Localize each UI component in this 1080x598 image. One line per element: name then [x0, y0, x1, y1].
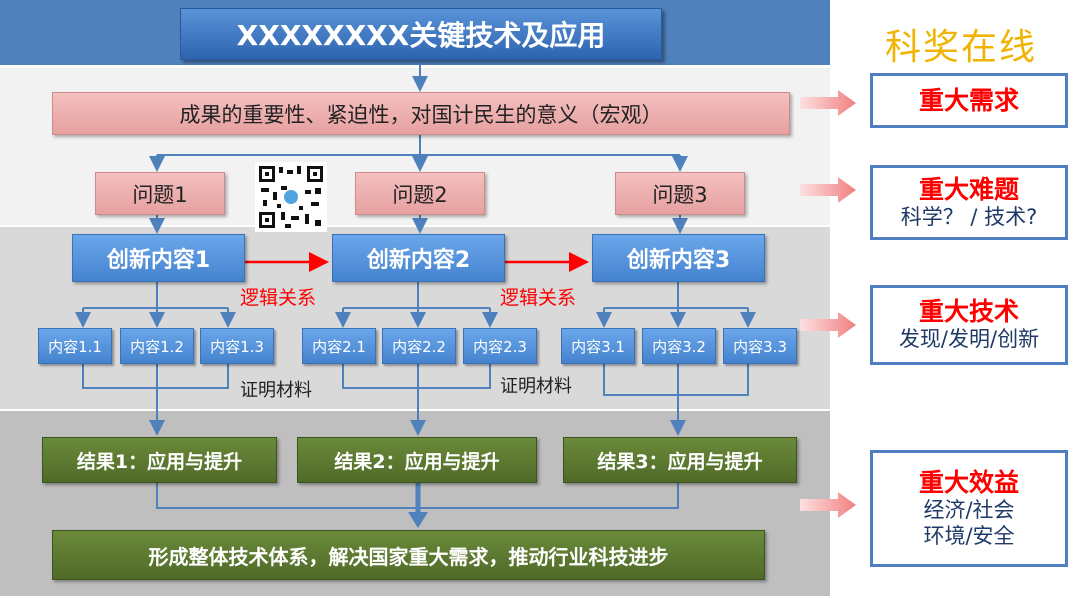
brand-logo-text: 科奖在线: [885, 27, 1038, 68]
side-box-difficulty: 重大难题 科学？ / 技术?: [870, 165, 1068, 240]
result-3: 结果3：应用与提升: [563, 437, 797, 483]
side-box-benefit: 重大效益 经济/社会 环境/安全: [870, 450, 1068, 567]
relation-label-1: 逻辑关系: [240, 287, 317, 309]
side-box-demand: 重大需求: [870, 73, 1068, 128]
evidence-label-1: 证明材料: [240, 380, 312, 401]
pink-arrow-icon: [800, 177, 856, 203]
page-title: XXXXXXXX关键技术及应用: [180, 8, 662, 60]
evidence-label-2: 证明材料: [500, 376, 572, 397]
content-2-1: 内容2.1: [302, 328, 376, 364]
qr-code: [255, 162, 327, 232]
side-box-technology: 重大技术 发现/发明/创新: [870, 285, 1068, 365]
problem-3: 问题3: [615, 172, 745, 215]
side-technology-sub: 发现/发明/创新: [898, 327, 1040, 352]
side-benefit-sub2: 环境/安全: [923, 523, 1015, 548]
problem-1: 问题1: [95, 172, 225, 215]
innovation-2: 创新内容2: [332, 234, 505, 282]
problem-2: 问题2: [355, 172, 485, 215]
result-2: 结果2：应用与提升: [297, 437, 537, 483]
content-3-2: 内容3.2: [642, 328, 716, 364]
final-outcome: 形成整体技术体系，解决国家重大需求，推动行业科技进步: [52, 530, 765, 580]
side-difficulty-sub: 科学？ / 技术?: [900, 204, 1038, 229]
side-technology-title: 重大技术: [918, 297, 1019, 327]
result-1: 结果1：应用与提升: [42, 437, 277, 483]
content-1-2: 内容1.2: [120, 328, 194, 364]
pink-arrow-icon: [800, 90, 856, 116]
connector-lines: [75, 60, 756, 528]
side-difficulty-title: 重大难题: [918, 174, 1019, 204]
content-3-1: 内容3.1: [561, 328, 635, 364]
side-benefit-sub1: 经济/社会: [923, 498, 1015, 523]
side-demand-title: 重大需求: [918, 85, 1019, 115]
pink-arrow-icon: [800, 492, 856, 518]
pink-arrow-icon: [800, 312, 856, 338]
relation-label-2: 逻辑关系: [500, 287, 577, 309]
content-2-2: 内容2.2: [382, 328, 456, 364]
side-benefit-title: 重大效益: [918, 468, 1019, 498]
content-3-3: 内容3.3: [723, 328, 797, 364]
content-1-1: 内容1.1: [38, 328, 112, 364]
innovation-3: 创新内容3: [592, 234, 765, 282]
content-1-3: 内容1.3: [200, 328, 274, 364]
innovation-1: 创新内容1: [72, 234, 245, 282]
significance-box: 成果的重要性、紧迫性，对国计民生的意义（宏观）: [52, 92, 790, 135]
content-2-3: 内容2.3: [463, 328, 537, 364]
